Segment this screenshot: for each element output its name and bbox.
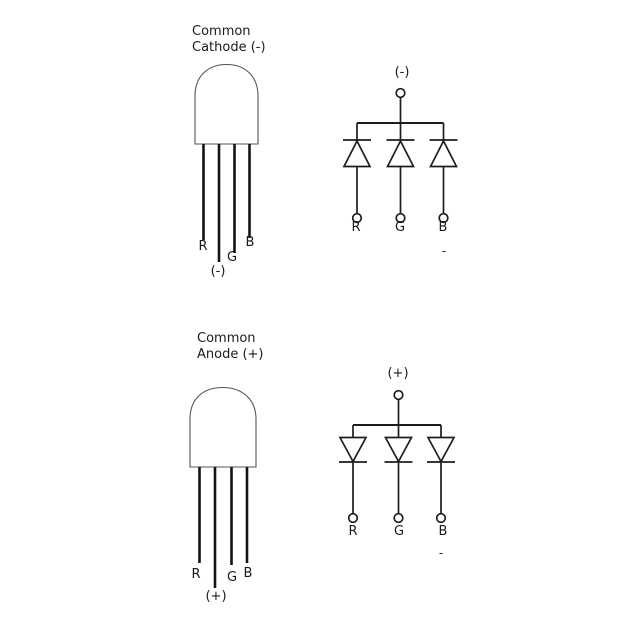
led-body-outline [189, 386, 257, 468]
diode-symbol-red [342, 139, 372, 224]
terminal-circle-green [393, 512, 404, 524]
diode-symbol-blue [429, 139, 458, 224]
pin-label-common-anode: (+) [205, 589, 227, 604]
led-body-outline [194, 63, 259, 145]
terminal-circle-blue [435, 512, 447, 524]
schematic-pin-label-red: R [351, 220, 361, 235]
section-title-line2: Anode (+) [197, 346, 264, 362]
terminal-circle-red [351, 212, 363, 224]
pin-label-red: R [198, 239, 208, 254]
pin-label-green: G [226, 570, 238, 585]
section-title-common-cathode: Common Cathode (-) [192, 24, 266, 55]
section-title-line2: Cathode (-) [192, 39, 266, 55]
section-title-line1: Common [192, 24, 251, 39]
stray-dash-mark: - [438, 546, 444, 560]
led-package-common-anode [189, 386, 257, 588]
schematic-common-anode [338, 389, 456, 524]
led-package-common-cathode [194, 63, 259, 262]
pin-label-red: R [191, 567, 201, 582]
schematic-pin-label-red: R [348, 524, 358, 539]
common-terminal-circle [395, 87, 406, 99]
diode-symbol-blue [426, 436, 456, 524]
diode-symbol-green [386, 139, 415, 224]
schematic-common-label: (+) [387, 366, 409, 381]
schematic-pin-label-green: G [394, 220, 406, 235]
pin-label-green: G [226, 250, 238, 265]
schematic-pin-label-green: G [393, 524, 405, 539]
schematic-pin-label-blue: B [438, 220, 448, 235]
schematic-common-cathode [342, 87, 458, 224]
pin-label-blue: B [245, 235, 255, 250]
section-title-common-anode: Common Anode (+) [197, 331, 264, 362]
terminal-circle-blue [438, 212, 449, 224]
diode-symbol-red [338, 436, 368, 524]
pin-label-common-cathode: (-) [210, 264, 226, 279]
pin-label-blue: B [243, 566, 253, 581]
stray-dash-mark: - [441, 244, 447, 258]
schematic-pin-label-blue: B [438, 524, 448, 539]
diode-symbol-green [384, 436, 413, 524]
common-terminal-circle [393, 389, 404, 401]
schematic-common-label: (-) [394, 65, 410, 80]
terminal-circle-red [347, 512, 359, 524]
terminal-circle-green [395, 212, 406, 224]
section-title-line1: Common [197, 331, 256, 346]
